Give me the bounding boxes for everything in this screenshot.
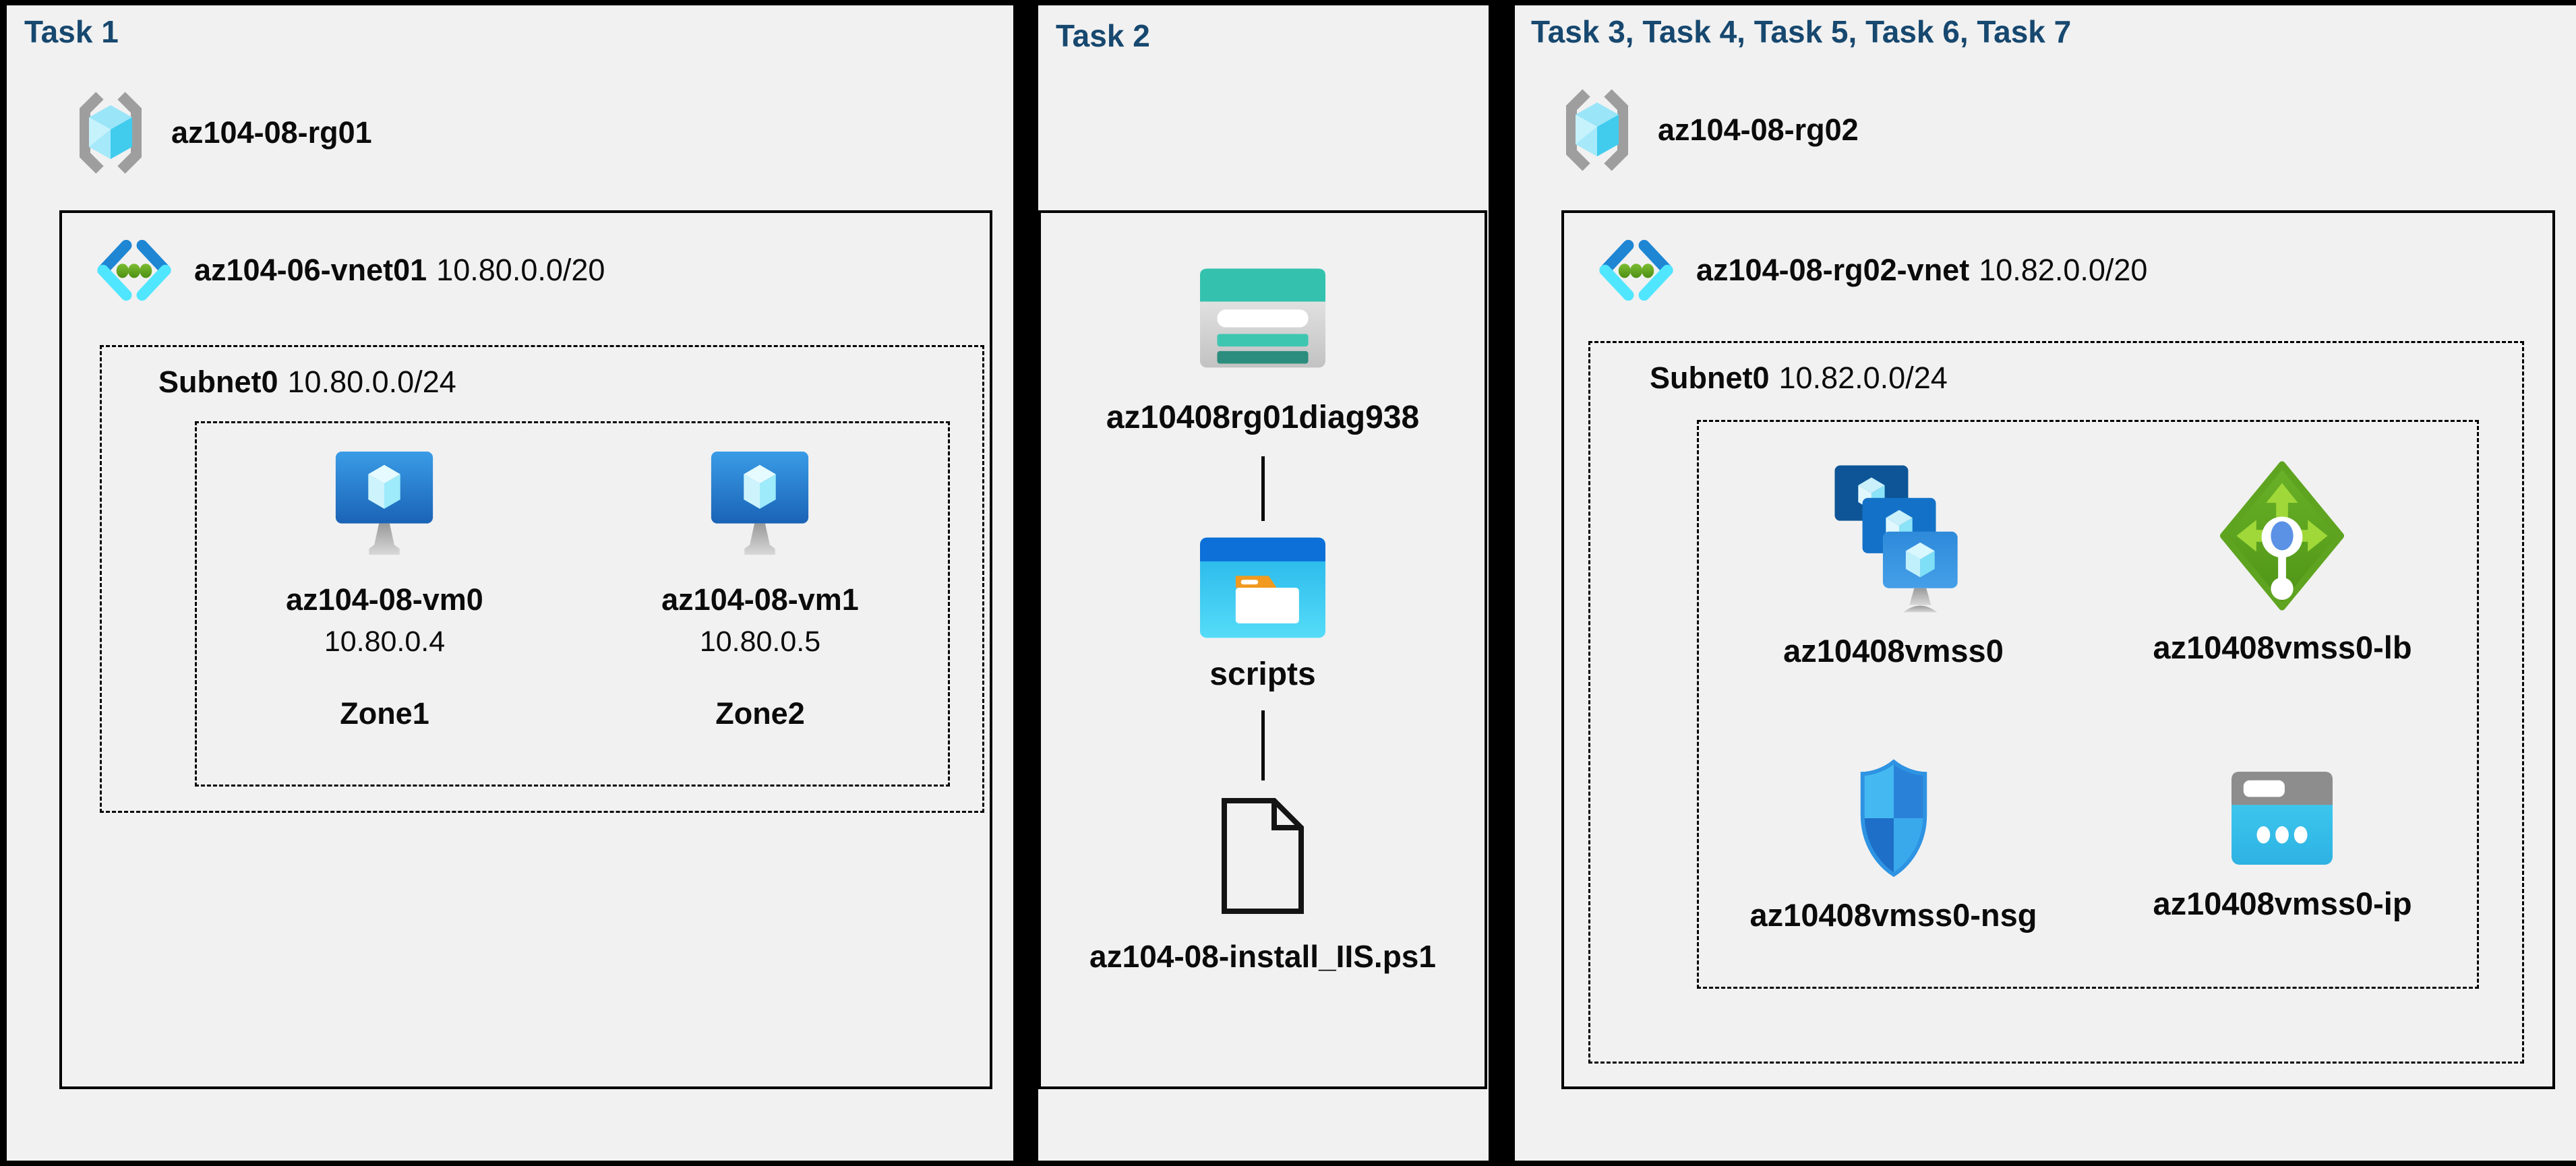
container-label: scripts — [1209, 656, 1316, 692]
vnet01-label: az104-06-vnet01 10.80.0.0/20 — [194, 253, 605, 288]
vmss-resources-box: az10408vmss0 — [1697, 420, 2479, 989]
vm0-zone: Zone1 — [340, 696, 429, 731]
vnet01-name: az104-06-vnet01 — [194, 253, 427, 287]
blob-container-icon — [1200, 537, 1325, 638]
vm0-ip: 10.80.0.4 — [324, 625, 446, 658]
vnet-rg02-label: az104-08-rg02-vnet 10.82.0.0/20 — [1696, 253, 2147, 288]
vnet01-row: az104-06-vnet01 10.80.0.0/20 — [94, 236, 605, 305]
vnet-rg02-row: az104-08-rg02-vnet 10.82.0.0/20 — [1596, 236, 2147, 305]
vmss-label: az10408vmss0 — [1783, 633, 2004, 669]
task1-panel: Task 1 az104-08-rg01 — [7, 5, 1013, 1161]
task1-title: Task 1 — [24, 14, 119, 49]
connector-line — [1261, 456, 1265, 521]
subnet0-label-rg01: Subnet0 10.80.0.0/24 — [158, 365, 456, 400]
resource-group-name: az104-08-rg02 — [1658, 113, 1859, 147]
nsg-item: az10408vmss0-nsg — [1750, 758, 2037, 933]
subnet0-name: Subnet0 — [158, 365, 278, 399]
vm1-ip: 10.80.0.5 — [699, 625, 821, 658]
task3-7-panel: Task 3, Task 4, Task 5, Task 6, Task 7 a… — [1515, 5, 2576, 1161]
load-balancer-icon — [2220, 461, 2345, 611]
subnet0-name: Subnet0 — [1650, 361, 1770, 395]
load-balancer-item: az10408vmss0-lb — [2153, 460, 2412, 666]
storage-account-icon — [1200, 268, 1325, 368]
subnet0-box-rg01: Subnet0 10.80.0.0/24 az104-08-vm0 — [100, 345, 984, 813]
vm-scale-set-icon — [1834, 465, 1958, 613]
virtual-machine-icon — [711, 451, 809, 555]
virtual-network-icon — [97, 239, 171, 301]
script-file-label: az104-08-install_IIS.ps1 — [1089, 939, 1436, 974]
resource-group-rg02: az104-08-rg02 — [1562, 88, 1859, 173]
vm-row: az104-08-vm0 10.80.0.4 Zone1 — [197, 423, 948, 785]
file-icon — [1222, 798, 1304, 914]
vnet01-box: az104-06-vnet01 10.80.0.0/20 Subnet0 10.80… — [59, 210, 992, 1089]
virtual-network-icon — [1599, 239, 1673, 301]
task2-panel: Task 2 az10408rg01diag938 scripts — [1038, 5, 1489, 1161]
nsg-label: az10408vmss0-nsg — [1749, 897, 2037, 933]
virtual-machine-icon — [336, 451, 433, 555]
vm0-name: az104-08-vm0 — [286, 582, 483, 617]
subnet0-cidr: 10.80.0.0/24 — [287, 365, 456, 399]
public-ip-label: az10408vmss0-ip — [2153, 886, 2412, 921]
vmss-item: az10408vmss0 — [1783, 457, 2004, 669]
resource-group-name: az104-08-rg01 — [171, 115, 372, 150]
vm1-zone: Zone2 — [715, 696, 805, 731]
vm1-name: az104-08-vm1 — [661, 582, 859, 617]
vm0-item: az104-08-vm0 10.80.0.4 Zone1 — [286, 423, 483, 785]
storage-chain-box: az10408rg01diag938 scripts az104-08-inst… — [1038, 210, 1487, 1089]
vm-zone-box: az104-08-vm0 10.80.0.4 Zone1 — [195, 421, 950, 787]
task3-7-title: Task 3, Task 4, Task 5, Task 6, Task 7 — [1531, 14, 2072, 49]
vnet-rg02-name: az104-08-rg02-vnet — [1696, 253, 1970, 287]
load-balancer-label: az10408vmss0-lb — [2153, 630, 2412, 665]
task2-title: Task 2 — [1056, 18, 1150, 53]
storage-account-label: az10408rg01diag938 — [1106, 400, 1420, 435]
vnet01-cidr: 10.80.0.0/20 — [436, 253, 605, 287]
connector-line — [1261, 710, 1265, 780]
public-ip-item: az10408vmss0-ip — [2153, 769, 2412, 922]
resource-group-icon — [1566, 89, 1628, 171]
subnet0-cidr: 10.82.0.0/24 — [1778, 361, 1948, 395]
network-security-group-icon — [1860, 759, 1927, 878]
vm1-item: az104-08-vm1 10.80.0.5 Zone2 — [661, 423, 859, 785]
public-ip-icon — [2231, 771, 2333, 865]
vnet-rg02-cidr: 10.82.0.0/20 — [1979, 253, 2148, 287]
resource-group-rg01: az104-08-rg01 — [76, 90, 372, 175]
resource-group-icon — [80, 92, 142, 174]
